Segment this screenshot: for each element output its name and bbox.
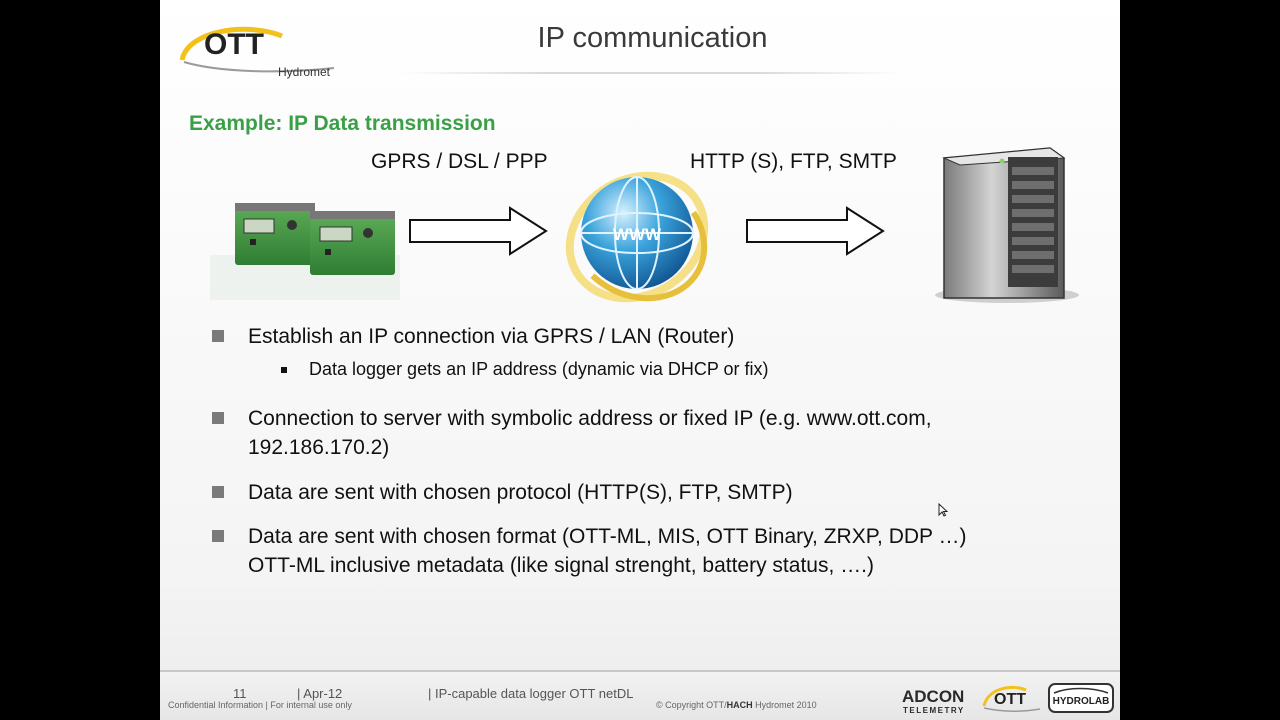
svg-text:HYDROLAB: HYDROLAB [1053,696,1110,707]
data-logger-icon [210,175,400,300]
list-item: Establish an IP connection via GPRS / LA… [210,322,1100,351]
title-divider [400,72,900,74]
bullet-square-icon [212,330,224,342]
section-subtitle: Example: IP Data transmission [189,112,496,136]
bullet-square-icon [212,530,224,542]
bullet-text-continued: 192.186.170.2) [248,433,1100,462]
bullet-text: Data are sent with chosen protocol (HTTP… [248,481,793,504]
globe-www-icon: WWW [565,165,710,310]
bullet-square-icon [212,412,224,424]
mouse-cursor-icon [938,503,948,517]
link-protocol-label: GPRS / DSL / PPP [371,150,548,174]
svg-text:Hydromet: Hydromet [278,65,331,79]
bullet-list: Establish an IP connection via GPRS / LA… [210,322,1100,580]
confidential-notice: Confidential Information | For internal … [168,700,352,710]
arrow-right-icon [745,206,887,256]
bullet-text-continued: OTT-ML inclusive metadata (like signal s… [248,551,1100,580]
footer-date: | Apr-12 [297,686,342,701]
bullet-text: Connection to server with symbolic addre… [248,404,1100,433]
slide: OTT Hydromet IP communication Example: I… [160,0,1120,720]
slide-title: IP communication [460,22,845,55]
svg-text:OTT: OTT [204,28,264,61]
ott-hydromet-logo: OTT Hydromet [178,18,338,80]
bullet-square-icon [281,367,287,373]
page-number: 11 [233,686,247,701]
transfer-protocol-label: HTTP (S), FTP, SMTP [690,150,897,174]
svg-text:WWW: WWW [613,225,662,244]
bullet-text: Data are sent with chosen format (OTT-ML… [248,522,1100,551]
copyright-notice: © Copyright OTT/HACH Hydromet 2010 [656,700,817,710]
bullet-text: Establish an IP connection via GPRS / LA… [248,325,734,348]
adcon-telemetry-logo: ADCON TELEMETRY [900,684,978,716]
bullet-square-icon [212,486,224,498]
ott-logo-small: OTT [982,682,1042,714]
footer-doc-title: | IP-capable data logger OTT netDL [428,686,633,701]
list-item: Data are sent with chosen format (OTT-ML… [210,522,1100,580]
list-item: Data are sent with chosen protocol (HTTP… [210,478,1100,507]
sub-bullet-text: Data logger gets an IP address (dynamic … [309,359,769,379]
server-icon [932,143,1082,308]
list-item: Connection to server with symbolic addre… [210,404,1100,462]
hydrolab-logo: HYDROLAB [1048,683,1114,713]
svg-text:ADCON: ADCON [902,687,964,706]
svg-text:TELEMETRY: TELEMETRY [903,706,965,715]
svg-text:OTT: OTT [994,691,1026,708]
list-item: Data logger gets an IP address (dynamic … [210,356,1100,382]
arrow-right-icon [408,206,550,256]
